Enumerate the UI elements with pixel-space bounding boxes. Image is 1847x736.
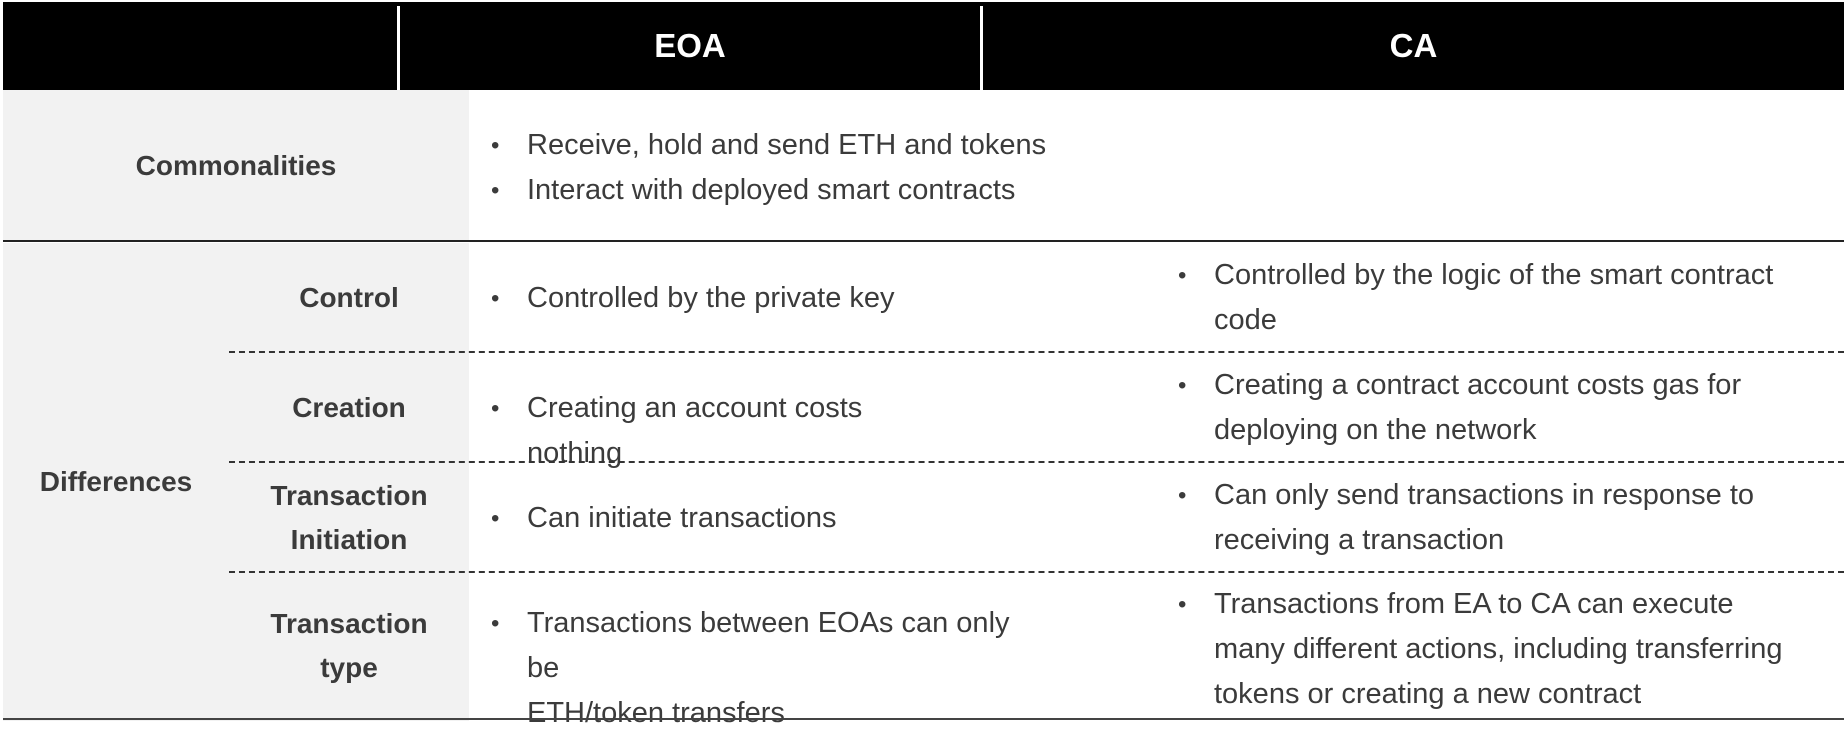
bullet-icon: • [1178,591,1187,618]
header-eoa: EOA [654,27,726,64]
creation-eoa: •Creating an account costs nothing [491,386,961,476]
list-item: •Creating an account costs nothing [491,386,961,476]
list-item: •Can initiate transactions [491,496,961,541]
eoa-vs-ca-comparison-table: EOA CA Commonalities •Receive, hold and … [3,2,1844,729]
row-divider [229,351,1844,353]
list-item: •Controlled by the logic of the smart co… [1178,253,1838,343]
bullet-icon: • [1178,262,1187,289]
bullet-icon: • [491,395,500,422]
list-item: •Controlled by the private key [491,276,961,321]
commonalities-list: •Receive, hold and send ETH and tokens •… [491,123,1791,213]
header-empty-cell [3,2,397,90]
commonalities-label: Commonalities [135,150,337,181]
header-divider [980,6,983,90]
table-header: EOA CA [3,2,1844,90]
list-item: •Interact with deployed smart contracts [491,168,1791,213]
list-item: •Can only send transactions in response … [1178,473,1838,563]
row-label-transaction-type: Transaction type [270,608,428,683]
list-item: •Creating a contract account costs gas f… [1178,363,1838,453]
bullet-icon: • [491,177,500,204]
row-divider [229,461,1844,463]
header-divider [397,6,400,90]
row-label-transaction-initiation: Transaction Initiation [270,479,428,555]
bullet-icon: • [491,285,500,312]
bullet-icon: • [491,505,500,532]
differences-label-bg [3,243,469,721]
row-label-control: Control [299,281,399,313]
table-bottom-border [3,718,1844,720]
transaction-initiation-ca: •Can only send transactions in response … [1178,473,1838,563]
differences-label: Differences [39,466,193,497]
commonalities-label-bg [3,90,469,242]
bullet-icon: • [491,610,500,637]
row-label-creation: Creation [292,391,406,423]
list-item: •Receive, hold and send ETH and tokens [491,123,1791,168]
row-divider [229,571,1844,573]
control-eoa: •Controlled by the private key [491,276,961,321]
header-ca: CA [1389,27,1438,64]
bullet-icon: • [491,132,500,159]
control-ca: •Controlled by the logic of the smart co… [1178,253,1838,343]
transaction-initiation-eoa: •Can initiate transactions [491,496,961,541]
bullet-icon: • [1178,372,1187,399]
bullet-icon: • [1178,482,1187,509]
section-separator [3,240,1844,242]
creation-ca: •Creating a contract account costs gas f… [1178,363,1838,453]
